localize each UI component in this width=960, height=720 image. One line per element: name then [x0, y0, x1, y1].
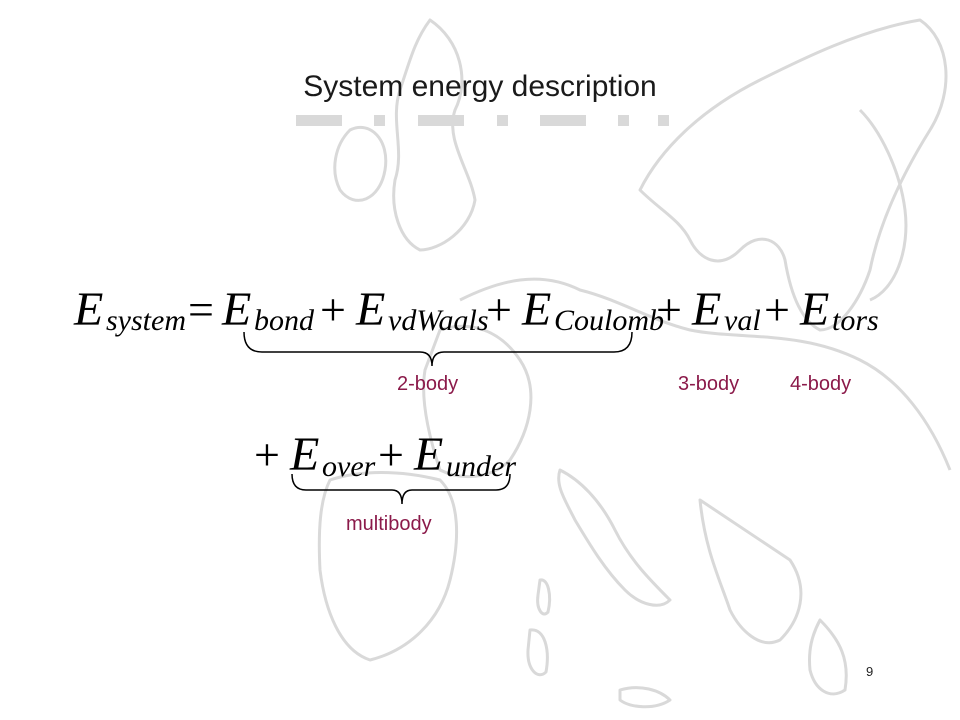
eq1-plus-2: +	[486, 284, 512, 335]
sicily-outline	[618, 686, 672, 709]
italy-outline	[557, 468, 672, 607]
equation-system-energy: E system = E bond + E vdWaals + E Coulom…	[73, 283, 879, 337]
eq1-term-tors-sub: tors	[832, 304, 879, 337]
eq1-lhs-sub: system	[106, 304, 186, 337]
balkans-outline	[698, 498, 803, 645]
eq1-term-vdwaals-sub: vdWaals	[388, 304, 489, 337]
eq1-plus-4: +	[764, 284, 790, 335]
finland-outline	[858, 108, 908, 302]
ireland-outline	[333, 125, 388, 202]
scandinavia-outline	[638, 18, 948, 332]
eq1-equals: =	[188, 284, 214, 335]
eq1-term-coulomb-sub: Coulomb	[554, 304, 664, 337]
underbrace-2body	[243, 331, 633, 367]
label-4-body: 4-body	[790, 373, 852, 395]
eq1-term-vdwaals-symbol: E	[355, 283, 385, 336]
france-outline	[422, 324, 533, 479]
eq2-plus-2: +	[378, 429, 404, 480]
eq2-term-over-symbol: E	[289, 428, 319, 481]
eq2-term-under-symbol: E	[413, 428, 443, 481]
greece-outline	[808, 618, 848, 696]
label-3-body: 3-body	[678, 373, 740, 395]
iberia-outline	[317, 471, 458, 662]
corsica-outline	[536, 578, 552, 616]
eq1-term-bond-symbol: E	[221, 283, 251, 336]
eq2-term-under-sub: under	[446, 450, 516, 483]
eq1-term-val-sub: val	[724, 304, 761, 337]
eq1-term-coulomb-symbol: E	[521, 283, 551, 336]
eq1-term-bond-sub: bond	[254, 304, 315, 337]
eq1-plus-3: +	[656, 284, 682, 335]
equation-over-under: + E over + E under	[254, 428, 516, 483]
slide-title: System energy description	[303, 70, 657, 103]
label-2-body: 2-body	[397, 373, 459, 395]
eq1-term-val-symbol: E	[691, 283, 721, 336]
eq1-plus-1: +	[320, 284, 346, 335]
title-underline-dashes	[296, 115, 669, 126]
mainland-outline	[459, 277, 952, 471]
sardinia-outline	[526, 628, 549, 677]
british-isles-outline	[392, 18, 477, 252]
eq2-term-over-sub: over	[322, 450, 376, 483]
eq2-plus-1: +	[254, 429, 280, 480]
page-number: 9	[866, 664, 874, 679]
eq1-lhs-symbol: E	[73, 283, 103, 336]
underbrace-multibody	[291, 473, 511, 505]
eq1-term-tors-symbol: E	[799, 283, 829, 336]
label-multibody: multibody	[346, 513, 432, 535]
